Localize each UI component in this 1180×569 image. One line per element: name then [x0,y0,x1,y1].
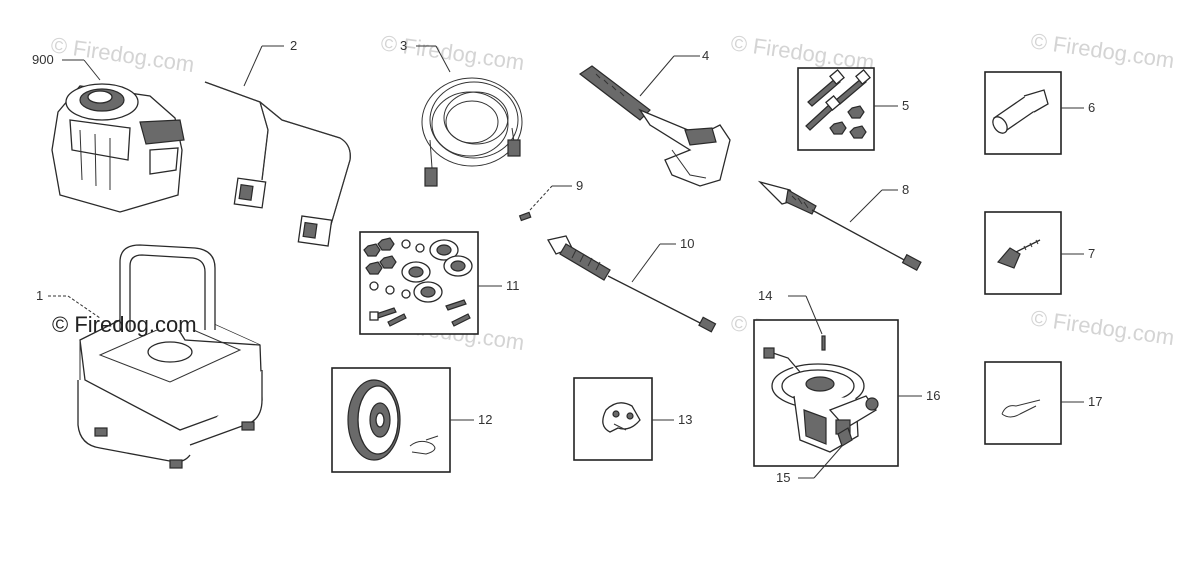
part-bolt-kit[interactable] [805,69,871,139]
part-label: 6 [1088,100,1095,115]
watermark: © Firedog.com [52,312,197,337]
part-handle[interactable] [204,81,351,247]
part-label: 12 [478,412,492,427]
watermark: © Firedog.com [1029,305,1176,350]
part-label: 7 [1088,246,1095,261]
part-label: 2 [290,38,297,53]
part-knob[interactable] [996,239,1041,269]
part-label: 1 [36,288,43,303]
part-label: 15 [776,470,790,485]
part-hairpin-clip[interactable] [1001,399,1041,418]
part-wand[interactable] [757,180,922,271]
part-label: 900 [32,52,54,67]
watermark: © Firedog.com [49,32,196,77]
part-label: 4 [702,48,709,63]
part-label: 11 [506,278,520,293]
part-label: 5 [902,98,909,113]
part-wheel-kit[interactable] [347,379,439,461]
part-spray-gun[interactable] [578,65,731,187]
watermark: © Firedog.com [1029,28,1176,73]
part-label: 3 [400,38,407,53]
part-hardware-kit[interactable] [363,237,473,327]
part-box [984,211,1062,295]
part-label: 13 [678,412,692,427]
part-engine[interactable] [51,83,185,213]
part-label: 17 [1088,394,1102,409]
part-nozzle-cap[interactable] [990,89,1049,136]
part-pump-fitting[interactable] [837,427,853,447]
part-box [984,361,1062,445]
part-label: 8 [902,182,909,197]
part-hose[interactable] [421,77,523,187]
part-bracket[interactable] [602,402,641,433]
part-pin[interactable] [518,211,532,222]
part-pump-pin[interactable] [821,335,826,351]
part-frame[interactable] [77,244,263,469]
part-label: 14 [758,288,772,303]
part-label: 16 [926,388,940,403]
part-label: 10 [680,236,694,251]
part-label: 9 [576,178,583,193]
part-extension-wand[interactable] [546,235,717,333]
